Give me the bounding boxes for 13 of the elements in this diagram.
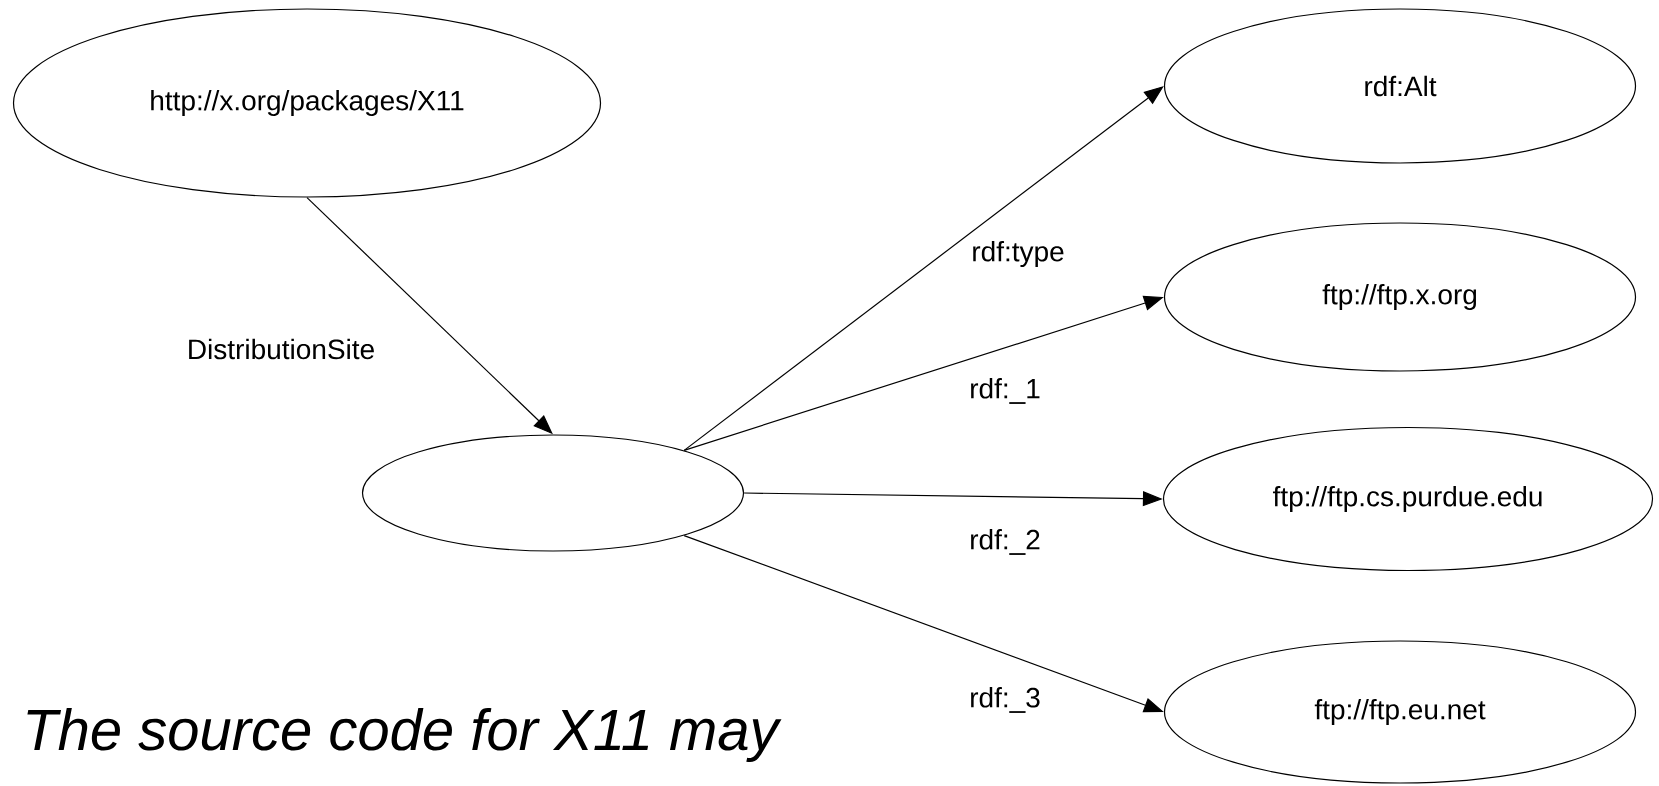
ellipse-node: ftp://ftp.cs.purdue.edu [1162, 426, 1654, 572]
ellipse-node: ftp://ftp.x.org [1163, 222, 1637, 372]
edge-label: rdf:_3 [968, 686, 1042, 714]
edge-label: rdf:_1 [968, 377, 1042, 405]
arrow [683, 86, 1164, 451]
ellipse-node: rdf:Alt [1163, 8, 1637, 164]
edge-label: rdf:_2 [968, 528, 1042, 556]
caption: The source code for X11 may [27, 707, 782, 762]
ellipse-node: http://x.org/packages/X11 [12, 8, 602, 198]
ellipse-node: ftp://ftp.eu.net [1163, 640, 1637, 784]
edge-label: DistributionSite [185, 337, 377, 361]
edge-label: rdf:type [970, 239, 1066, 269]
ellipse-node [361, 434, 745, 552]
